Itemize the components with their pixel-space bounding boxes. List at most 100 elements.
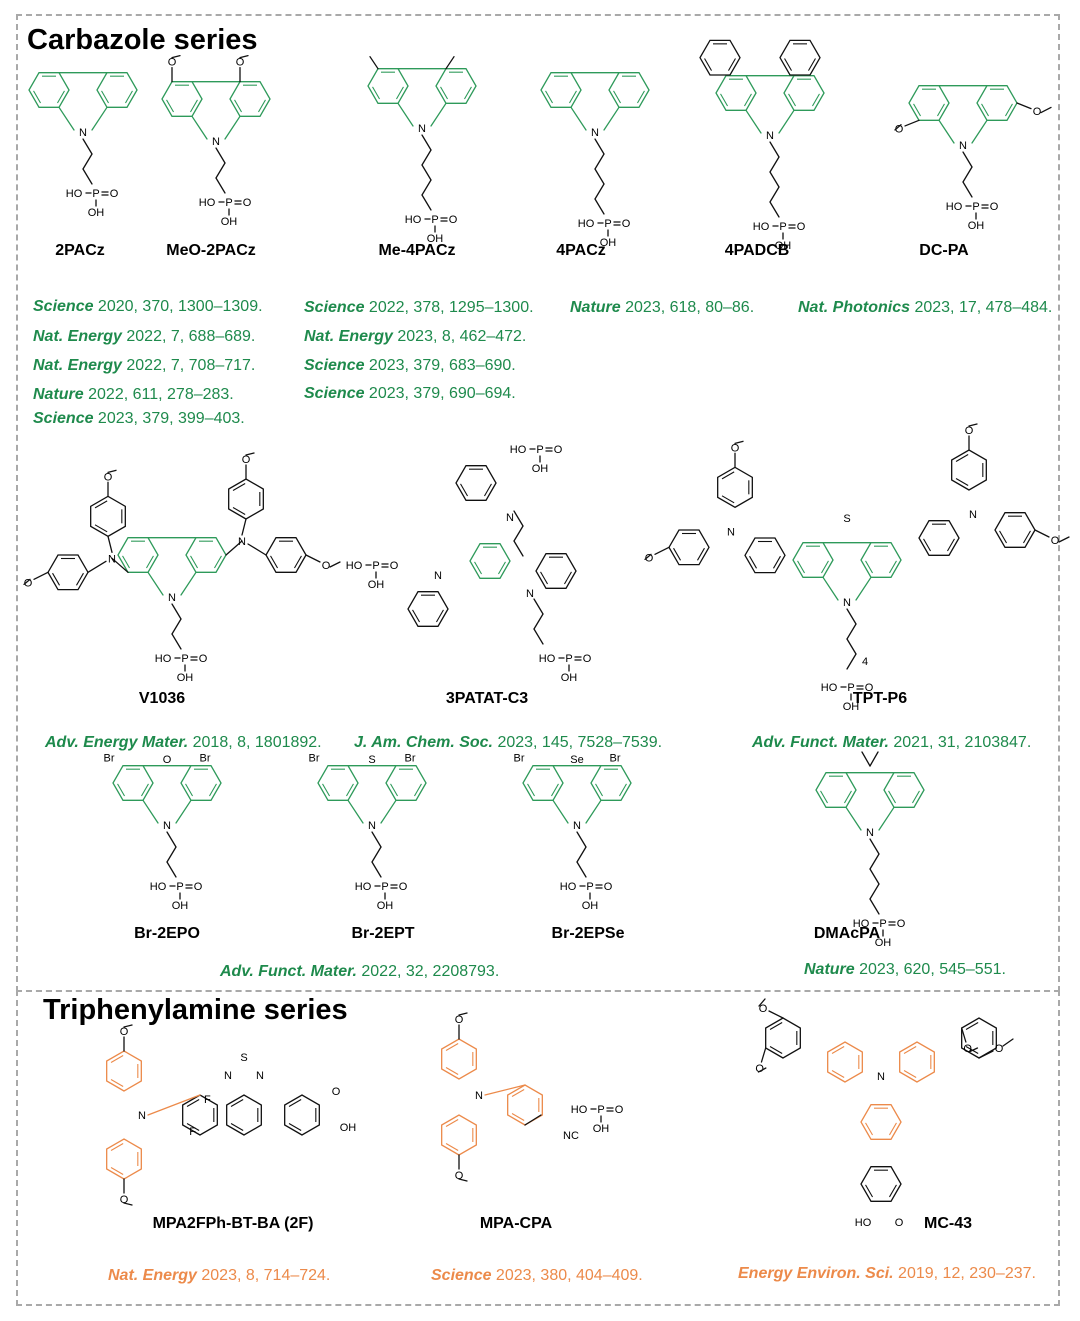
double-bond xyxy=(913,103,922,117)
bond xyxy=(1002,1038,1014,1047)
alkyl-bond xyxy=(594,138,605,155)
atom-label-ho: HO xyxy=(578,218,595,230)
atom-label-o: O xyxy=(759,1003,768,1015)
aromatic-ring xyxy=(699,39,741,76)
double-bond xyxy=(965,1022,979,1031)
atom-label-ho: HO xyxy=(66,188,83,200)
atom-label-oh: OH xyxy=(368,579,385,591)
bond xyxy=(175,799,192,824)
double-bond xyxy=(413,783,422,797)
atom-label-p: P xyxy=(176,881,183,893)
atom-label-o: O xyxy=(645,552,654,564)
bond xyxy=(111,557,129,573)
bond xyxy=(123,1202,133,1206)
aromatic-ring xyxy=(284,1094,320,1136)
double-bond xyxy=(208,783,217,797)
double-bond xyxy=(166,99,175,113)
double-bond xyxy=(540,571,549,585)
aromatic-ring xyxy=(792,542,834,578)
atom-label-oh: OH xyxy=(427,233,444,245)
double-bond xyxy=(412,609,421,623)
atom-label-ho: HO xyxy=(155,653,172,665)
atom-label-p: P xyxy=(381,881,388,893)
bond xyxy=(745,109,762,134)
alkyl-bond xyxy=(594,153,605,170)
alkyl-bond xyxy=(769,171,780,188)
double-bond xyxy=(122,555,131,569)
alkyl-bond xyxy=(421,179,432,196)
carbazole-section-title: Carbazole series xyxy=(27,24,258,56)
alkyl-bond xyxy=(171,633,182,650)
double-bond xyxy=(721,471,735,480)
alkyl-bond xyxy=(962,151,973,168)
atom-label-n: N xyxy=(434,570,442,582)
atom-label-o: O xyxy=(110,188,119,200)
aromatic-ring xyxy=(918,520,960,556)
double-bond xyxy=(550,783,559,797)
double-bond xyxy=(185,783,194,797)
atom-label-ho: HO xyxy=(946,201,963,213)
aromatic-ring xyxy=(765,1017,801,1059)
molecule-name-tpt-p6: TPT-P6 xyxy=(852,690,908,707)
double-bond xyxy=(322,783,331,797)
aromatic-ring xyxy=(385,765,427,801)
alkyl-bond xyxy=(421,149,432,166)
alkyl-bond xyxy=(576,846,587,863)
alkyl-bond xyxy=(594,168,605,185)
aromatic-ring xyxy=(28,72,70,108)
bond xyxy=(147,1094,201,1116)
bond xyxy=(247,543,267,556)
double-bond xyxy=(696,547,705,561)
bond xyxy=(107,469,117,473)
double-bond xyxy=(743,93,752,107)
bond xyxy=(107,535,113,553)
bond xyxy=(484,1084,526,1096)
double-bond xyxy=(955,454,969,463)
atom-label-o: O xyxy=(332,1086,341,1098)
atom-label-ho: HO xyxy=(753,221,770,233)
atom-label-oh: OH xyxy=(340,1122,357,1134)
alkyl-bond xyxy=(82,168,93,185)
double-bond xyxy=(797,560,806,574)
double-bond xyxy=(888,790,897,804)
bond xyxy=(180,571,197,596)
alkyl-bond xyxy=(215,147,226,164)
atom-label-ho: HO xyxy=(510,444,527,456)
reference: Adv. Funct. Mater. 2021, 31, 2103847. xyxy=(752,734,1032,751)
atom-label-o: O xyxy=(24,577,33,589)
atom-label-ho: HO xyxy=(560,881,577,893)
alkyl-bond xyxy=(215,177,226,194)
bond xyxy=(87,560,107,573)
molecule-name-br-2epse: Br-2EPSe xyxy=(551,925,625,942)
atom-label-oh: OH xyxy=(177,672,194,684)
atom-label-oh: OH xyxy=(88,207,105,219)
reference: Nat. Energy 2022, 7, 708–717. xyxy=(33,357,256,374)
double-bond xyxy=(186,1122,200,1131)
reference: Science 2023, 379, 690–694. xyxy=(304,385,516,402)
aromatic-ring xyxy=(228,478,264,520)
reference: Nature 2022, 611, 278–283. xyxy=(33,386,234,403)
aromatic-ring xyxy=(860,542,902,578)
atom-label-n: N xyxy=(843,597,851,609)
double-bond xyxy=(673,547,682,561)
double-bond xyxy=(772,555,781,569)
double-bond xyxy=(124,90,133,104)
double-bond xyxy=(888,1184,897,1198)
double-bond xyxy=(52,572,61,586)
double-bond xyxy=(865,1184,874,1198)
double-bond xyxy=(190,555,199,569)
double-bond xyxy=(372,86,381,100)
atom-label-o: O xyxy=(865,682,874,694)
aromatic-ring xyxy=(435,68,477,104)
double-bond xyxy=(831,1046,845,1055)
double-bond xyxy=(213,555,222,569)
aromatic-ring xyxy=(161,81,203,117)
atom-label-p: P xyxy=(536,444,543,456)
double-bond xyxy=(511,1112,525,1121)
bond xyxy=(33,571,49,580)
double-bond xyxy=(511,1089,525,1098)
alkyl-bond xyxy=(846,653,857,670)
bond xyxy=(758,998,766,1007)
double-bond xyxy=(613,90,622,104)
